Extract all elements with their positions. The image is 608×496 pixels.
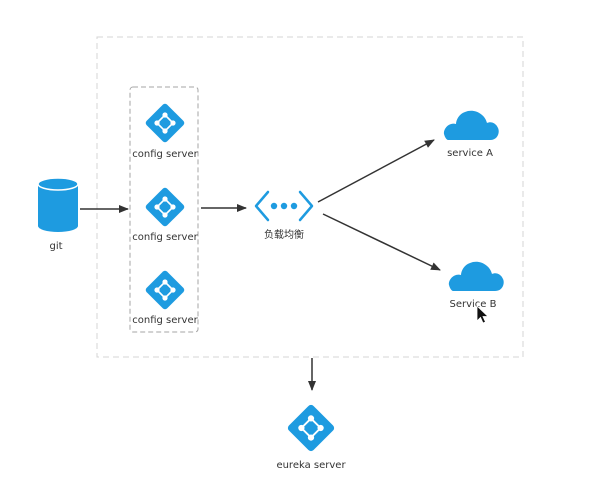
config-server-node: config server <box>132 268 199 326</box>
config-server-label: config server <box>132 315 198 326</box>
git-node: git <box>37 177 79 252</box>
config-server-label: config server <box>132 149 198 160</box>
git-label: git <box>49 241 62 252</box>
mouse-cursor-icon <box>476 305 489 324</box>
cloud-icon <box>448 261 504 291</box>
eureka-server-node: eureka server <box>276 402 346 471</box>
load-balancer-label: 负载均衡 <box>264 228 304 241</box>
config-server-label: config server <box>132 232 198 243</box>
config-server-node: config server <box>132 185 199 243</box>
config-server-group-frame <box>129 86 199 333</box>
eureka-server-label: eureka server <box>276 460 346 471</box>
arrow-load-balancer-to-service-a <box>317 139 435 203</box>
arrow-load-balancer-to-service-b <box>322 213 441 271</box>
service-b-label: Service B <box>450 299 497 310</box>
load-balancer-icon <box>254 190 314 222</box>
service-a-node: service A <box>443 110 499 159</box>
cloud-icon <box>443 110 499 140</box>
diamond-node-icon <box>285 402 337 454</box>
database-cylinder-icon <box>37 177 79 232</box>
service-a-label: service A <box>447 148 493 159</box>
config-server-node: config server <box>132 101 199 160</box>
load-balancer-node: 负载均衡 <box>254 190 314 241</box>
cluster-frame <box>96 36 524 358</box>
service-b-node: Service B <box>448 261 504 310</box>
diamond-node-icon <box>143 268 187 312</box>
diamond-node-icon <box>143 185 187 229</box>
diamond-node-icon <box>143 101 187 145</box>
